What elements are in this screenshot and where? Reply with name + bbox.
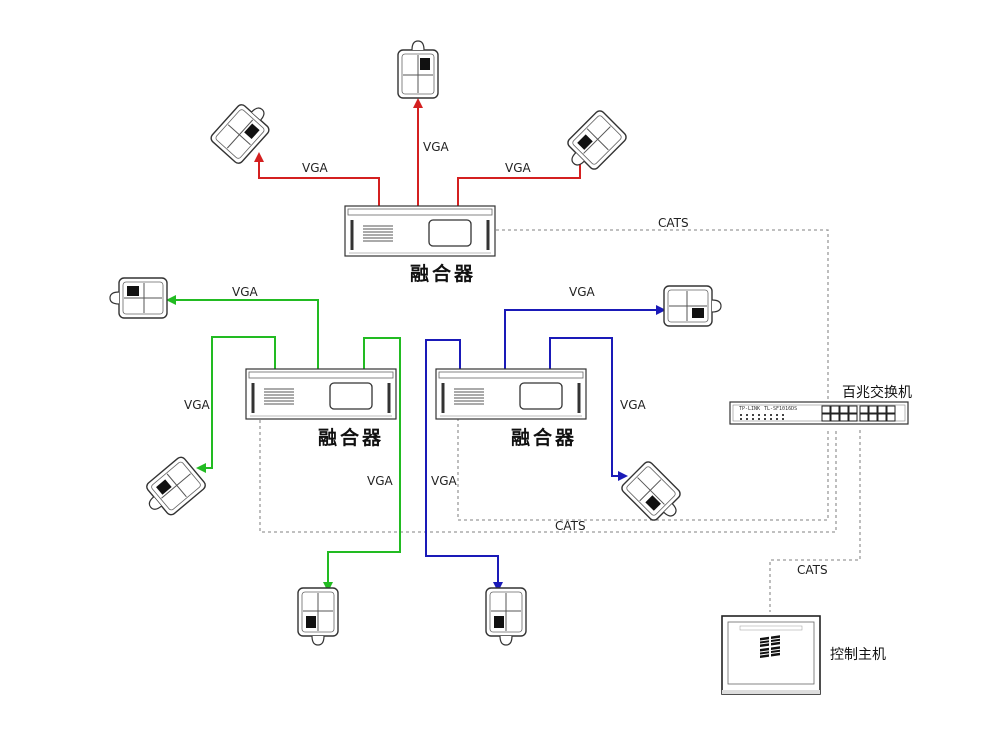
network-switch: TP-LINK TL-SF1016DS bbox=[729, 401, 909, 425]
red-vga-wires bbox=[254, 98, 585, 206]
vga-label: VGA bbox=[423, 140, 450, 154]
switch-brand: TP-LINK bbox=[739, 406, 760, 412]
control-host-label: 控制主机 bbox=[830, 647, 886, 663]
projector-icon bbox=[208, 95, 278, 166]
cat-label: CATS bbox=[555, 519, 586, 533]
control-host-monitor bbox=[721, 615, 821, 695]
fusion-label-left: 融合器 bbox=[318, 426, 384, 449]
blue-vga-wires bbox=[425, 305, 666, 592]
vga-label: VGA bbox=[431, 474, 458, 488]
vga-label: VGA bbox=[569, 285, 596, 299]
fusion-device-right bbox=[434, 367, 588, 421]
projector-icon bbox=[109, 277, 168, 319]
projector-icon bbox=[558, 108, 629, 179]
green-vga-wires bbox=[166, 295, 401, 592]
projector-icon bbox=[619, 459, 690, 530]
vga-label: VGA bbox=[505, 161, 532, 175]
fusion-device-left bbox=[244, 367, 398, 421]
vga-label: VGA bbox=[302, 161, 329, 175]
fusion-device-top bbox=[343, 204, 497, 258]
windows-logo-icon bbox=[760, 635, 780, 658]
cat-label: CATS bbox=[797, 563, 828, 577]
projector-icon bbox=[663, 285, 722, 327]
cat-network-lines bbox=[259, 229, 861, 612]
projector-icon bbox=[485, 587, 527, 646]
vga-label: VGA bbox=[232, 285, 259, 299]
fusion-label-top: 融合器 bbox=[410, 262, 476, 285]
vga-label: VGA bbox=[620, 398, 647, 412]
switch-label: 百兆交换机 bbox=[842, 384, 912, 401]
projector-icon bbox=[297, 587, 339, 646]
projector-icon bbox=[397, 40, 439, 99]
vga-label: VGA bbox=[367, 474, 394, 488]
vga-label: VGA bbox=[184, 398, 211, 412]
projector-icon bbox=[137, 454, 208, 524]
cat-label: CATS bbox=[658, 216, 689, 230]
fusion-label-right: 融合器 bbox=[511, 426, 577, 449]
switch-model: TL-SF1016DS bbox=[764, 406, 797, 412]
